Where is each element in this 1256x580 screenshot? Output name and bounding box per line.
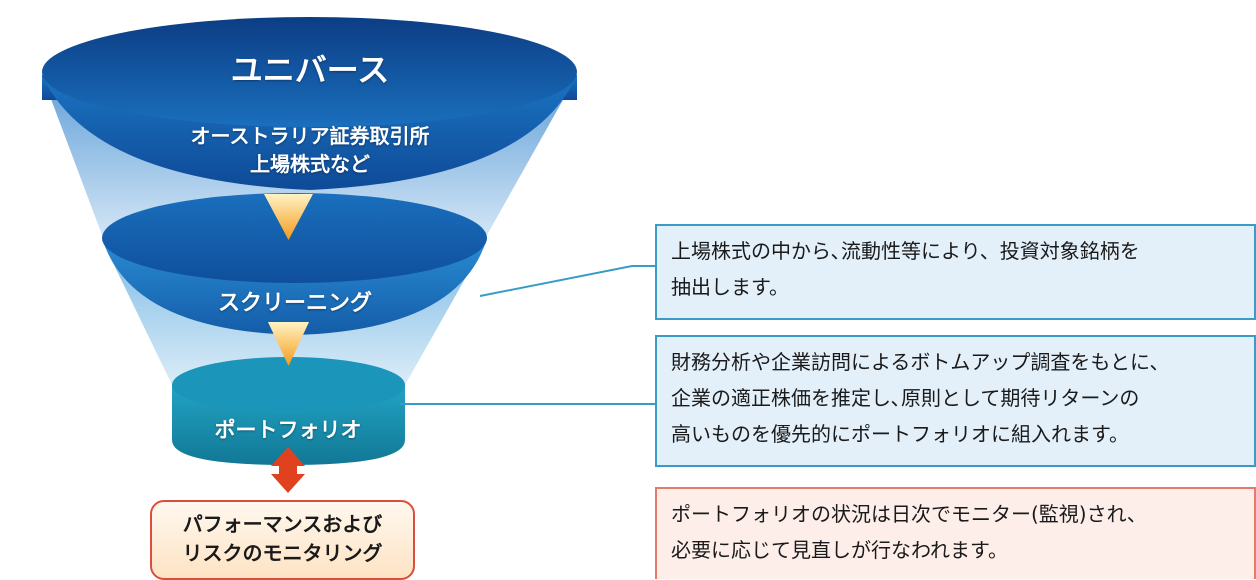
screening-description-box: 上場株式の中から､流動性等により、投資対象銘柄を 抽出します。 xyxy=(655,224,1256,320)
portfolio-description-line: 高いものを優先的にポートフォリオに組入れます。 xyxy=(671,422,1129,446)
arrow-down-2 xyxy=(268,322,309,366)
monitoring-description-box: ポートフォリオの状況は日次でモニター(監視)され、 必要に応じて見直しが行なわれ… xyxy=(655,487,1256,579)
universe-ring-top xyxy=(42,17,577,127)
double-arrow xyxy=(271,447,305,493)
monitoring-box: パフォーマンスおよび リスクのモニタリング xyxy=(150,500,415,580)
universe-title: ユニバース xyxy=(230,51,390,89)
screening-description-line: 抽出します。 xyxy=(671,275,789,299)
universe-subtitle-line2: 上場株式など xyxy=(250,152,370,176)
portfolio-description-line: 財務分析や企業訪問によるボトムアップ調査をもとに､ xyxy=(671,350,1160,374)
universe-subtitle-line1: オーストラリア証券取引所 xyxy=(190,124,430,148)
arrow-down-1 xyxy=(264,194,313,240)
screening-ring-top xyxy=(102,193,487,283)
monitoring-line2: リスクのモニタリング xyxy=(182,541,383,565)
portfolio-title: ポートフォリオ xyxy=(214,418,362,442)
monitoring-description-line: ポートフォリオの状況は日次でモニター(監視)され、 xyxy=(671,502,1147,526)
portfolio-cylinder-top xyxy=(172,357,405,413)
screening-title: スクリーニング xyxy=(217,291,372,316)
monitoring-description-line: 必要に応じて見直しが行なわれます。 xyxy=(671,538,1008,562)
monitoring-line1: パフォーマンスおよび xyxy=(182,512,383,536)
connector-line-screening xyxy=(479,265,655,297)
portfolio-description-line: 企業の適正株価を推定し､原則として期待リターンの xyxy=(671,386,1140,410)
portfolio-description-box: 財務分析や企業訪問によるボトムアップ調査をもとに､ 企業の適正株価を推定し､原則… xyxy=(655,335,1256,467)
screening-description-line: 上場株式の中から､流動性等により、投資対象銘柄を xyxy=(671,239,1140,263)
